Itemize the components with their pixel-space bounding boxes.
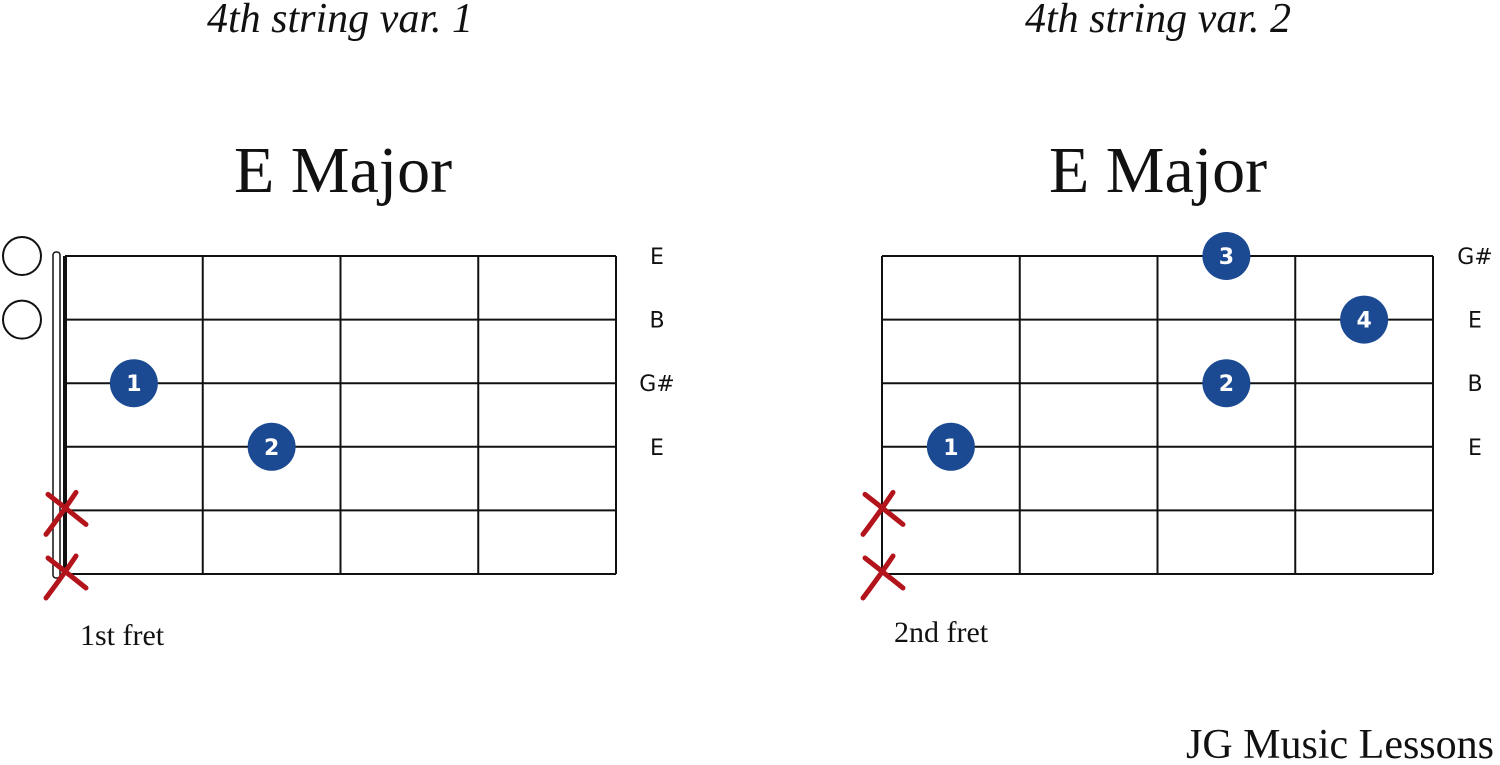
diagram-1-finger-number: 2 [264,436,279,461]
chord-diagram-2: G# E B E 3 4 2 1 [860,232,1493,601]
diagram-2-muted-string-x-icon [860,553,906,601]
diagram-2-finger-number: 3 [1219,245,1234,270]
diagram-1-note-label: G# [639,372,674,397]
diagram-2-note-label: G# [1457,245,1492,270]
diagram-1-finger-dot: 2 [247,422,296,471]
diagram-2-subtitle: 4th string var. 2 [1025,0,1291,42]
brand-footer: JG Music Lessons [1186,722,1494,765]
diagram-1-open-string-marker [2,236,42,276]
diagram-1-title: E Major [234,134,452,207]
diagram-2-position-label: 2nd fret [894,616,989,649]
diagram-1-note-label: E [650,245,664,270]
diagram-1-finger-number: 1 [126,372,141,397]
diagram-1-nut [52,251,61,579]
diagram-1-subtitle: 4th string var. 1 [207,0,473,42]
diagram-1-position-label: 1st fret [80,619,165,652]
diagram-1-open-string-marker [2,299,42,340]
diagram-1-muted-string-x-icon [43,553,89,601]
diagram-2-finger-dot: 2 [1202,359,1251,408]
diagram-2-title: E Major [1049,134,1267,207]
diagram-2-finger-number: 2 [1219,372,1234,397]
diagram-2-finger-dot: 3 [1202,232,1251,280]
diagram-1-note-label: E [650,436,664,461]
diagram-2-note-label: E [1468,436,1482,461]
diagram-2-muted-string-x-icon [860,489,906,537]
diagram-2-finger-number: 4 [1356,309,1371,334]
diagram-1-finger-dot: 1 [109,359,158,408]
diagram-2-note-label: E [1468,309,1482,334]
diagram-1-note-label: B [649,309,664,334]
diagram-2-note-label: B [1467,372,1482,397]
diagram-2-finger-dot: 4 [1340,295,1389,344]
diagram-2-finger-number: 1 [943,436,958,461]
diagram-2-finger-dot: 1 [926,422,975,471]
chord-diagram-1: E B G# E 1 2 [2,236,675,601]
diagram-1-muted-string-x-icon [43,489,89,537]
